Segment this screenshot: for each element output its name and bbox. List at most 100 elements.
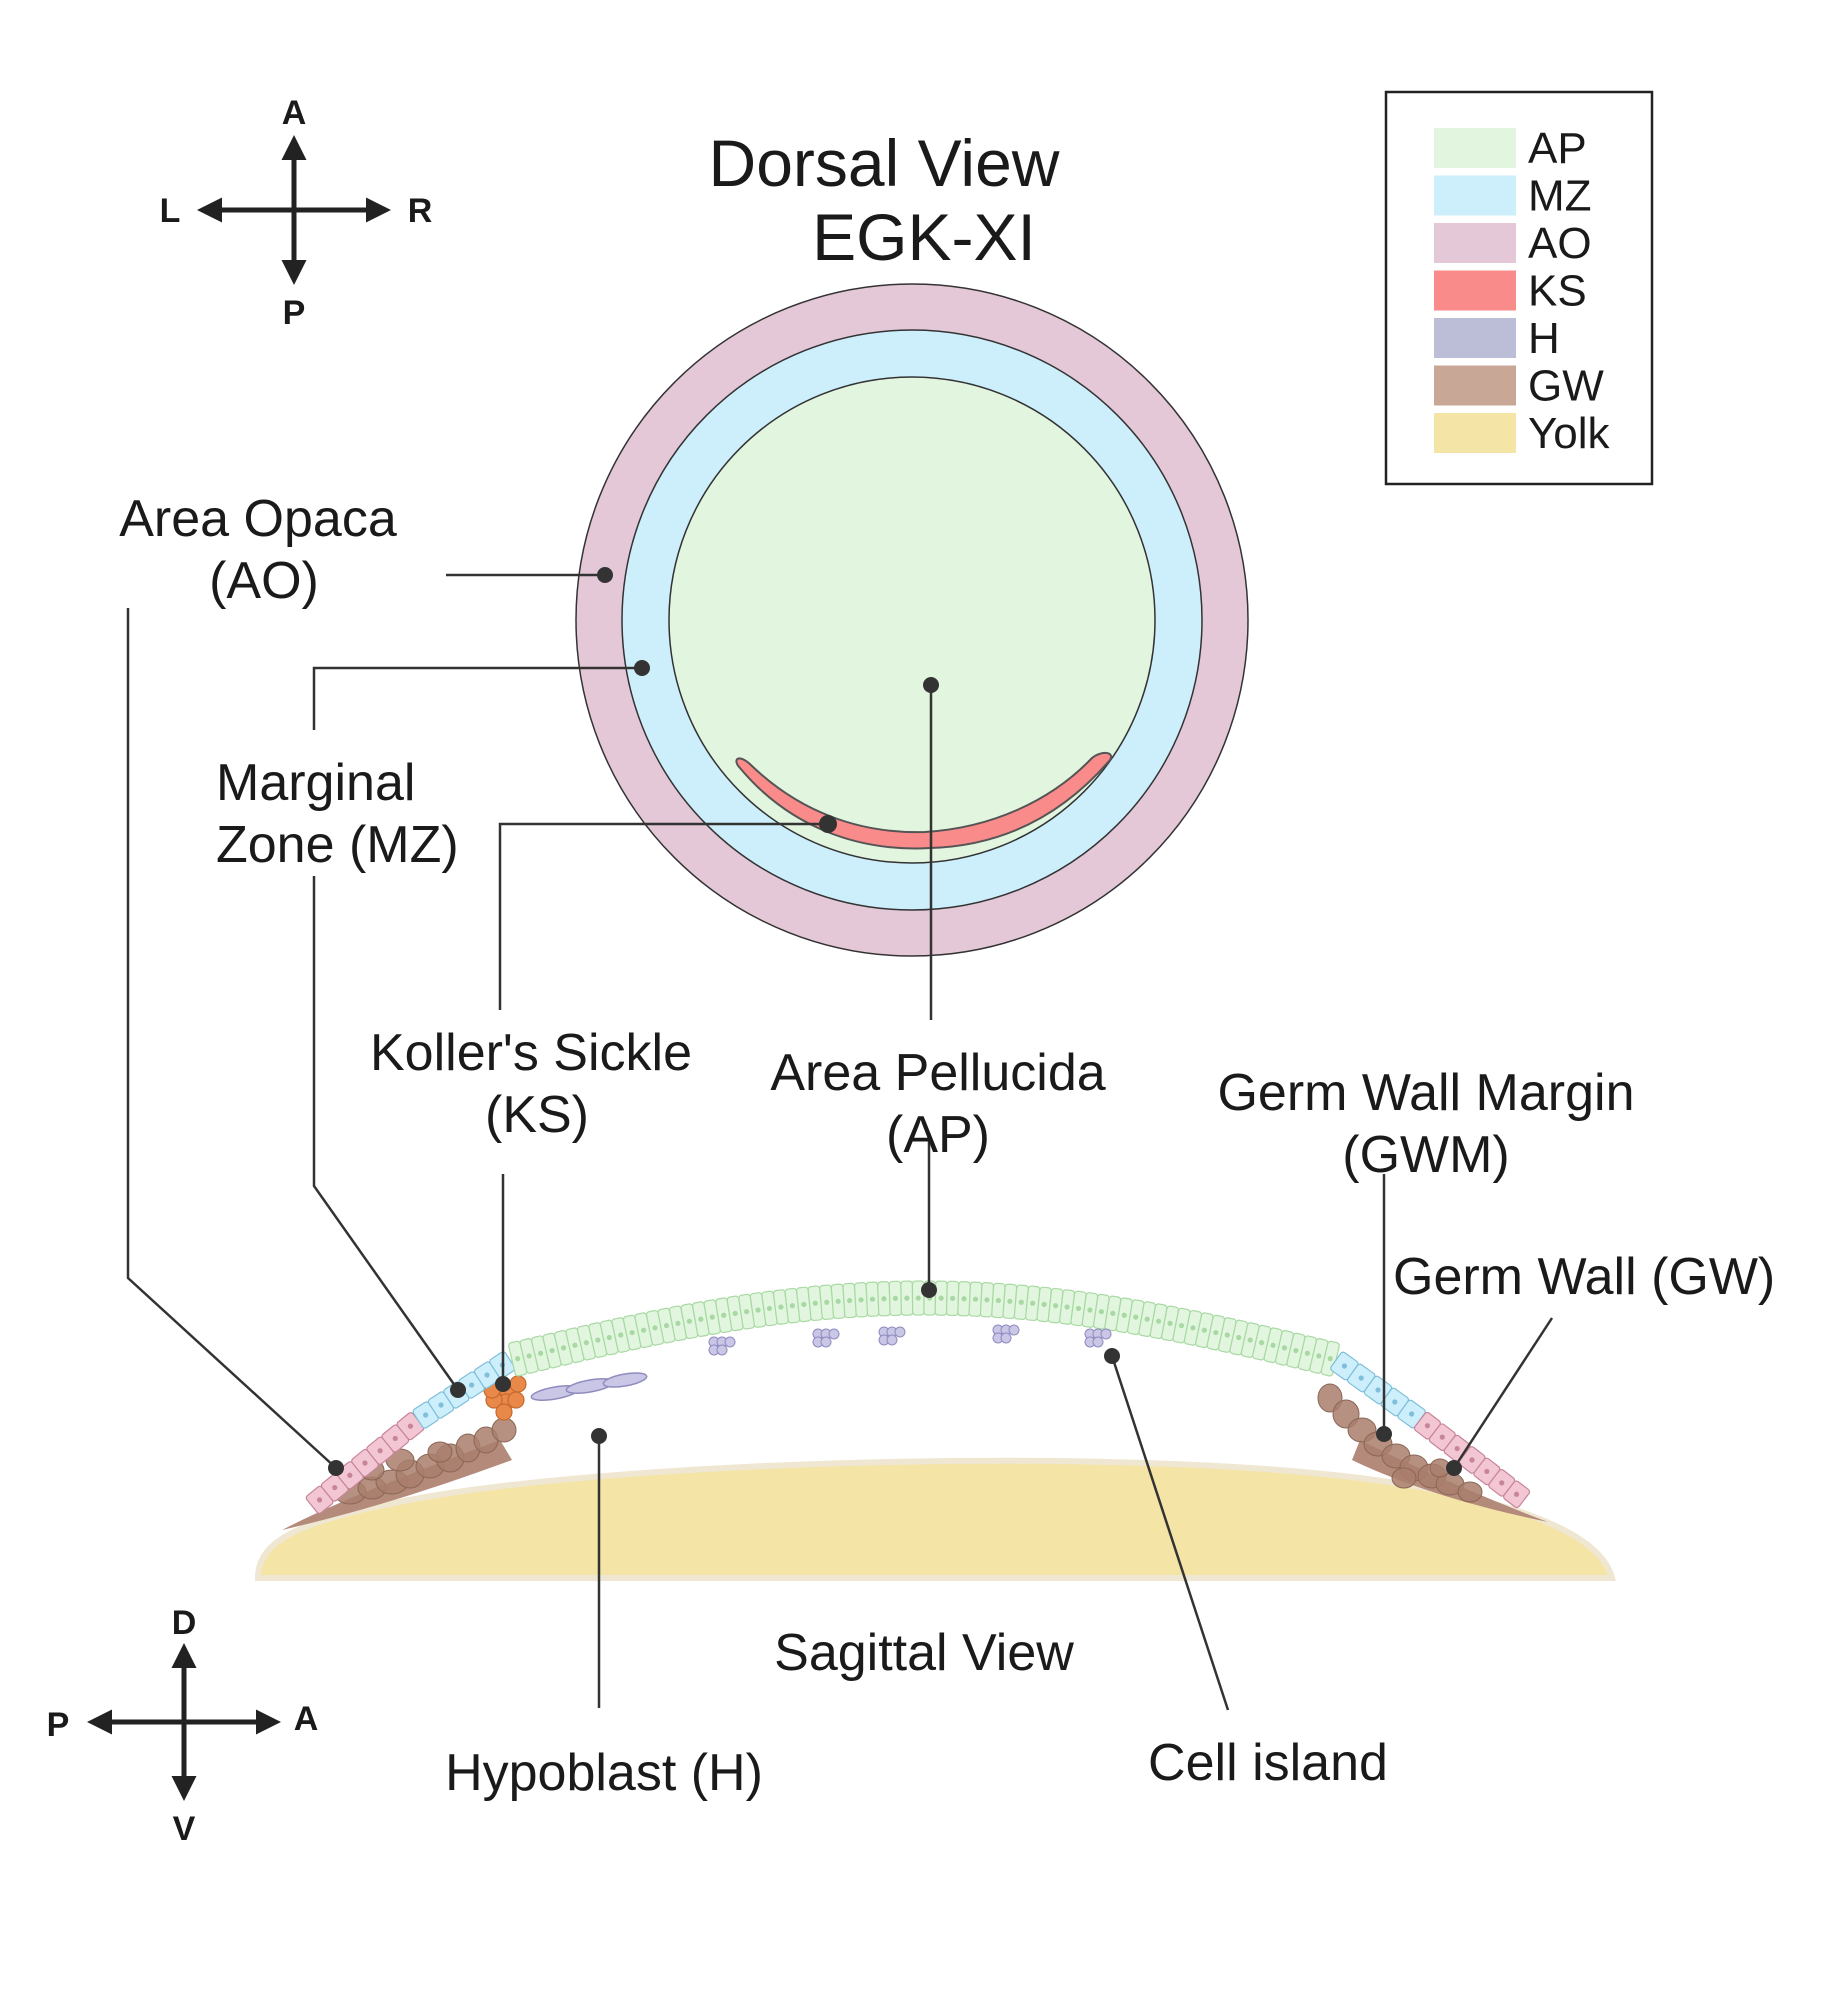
cell-nucleus [961, 1296, 967, 1302]
compass-label-posterior: P [47, 1706, 70, 1744]
legend-label-gw: GW [1528, 362, 1604, 411]
pointer-dot [591, 1428, 607, 1444]
cell-nucleus [538, 1350, 544, 1356]
label-kollers-sickle-line1: Koller's Sickle [370, 1024, 692, 1082]
label-area-pellucida-line1: Area Pellucida [770, 1044, 1105, 1102]
cell-nucleus [1358, 1375, 1364, 1381]
cell-nucleus [1293, 1347, 1299, 1354]
legend-label-ks: KS [1528, 267, 1587, 316]
cell-nucleus [1375, 1387, 1381, 1393]
cell-nucleus [1304, 1350, 1310, 1356]
cell-nucleus [1424, 1423, 1431, 1429]
label-cell-island: Cell island [1148, 1734, 1388, 1792]
cell-nucleus [801, 1301, 807, 1308]
cell-nucleus [1499, 1480, 1505, 1486]
cell-island-cell [716, 1344, 728, 1356]
label-area-opaca-line1: Area Opaca [119, 490, 397, 548]
cell-nucleus [675, 1320, 681, 1326]
cell-nucleus [629, 1329, 635, 1336]
cell-nucleus [1201, 1327, 1207, 1333]
pointer-dot [1376, 1426, 1392, 1442]
cell-nucleus [407, 1423, 414, 1429]
cell-nucleus [347, 1472, 353, 1478]
leader-marginal-zone-sagittal [312, 876, 460, 1391]
cell-nucleus [583, 1340, 589, 1346]
cell-nucleus [1392, 1399, 1398, 1405]
cell-nucleus [1121, 1312, 1127, 1318]
cell-nucleus [560, 1345, 567, 1351]
leader-germ-wall [1452, 1317, 1554, 1469]
compass-label-posterior: P [283, 294, 306, 332]
cell-nucleus [377, 1448, 383, 1454]
cell-nucleus [824, 1299, 830, 1305]
cell-nucleus [812, 1300, 818, 1306]
cell-nucleus [1075, 1305, 1082, 1312]
cell-nucleus [721, 1312, 727, 1318]
cell-nucleus [1178, 1322, 1185, 1329]
cell-nucleus [1409, 1411, 1415, 1417]
germ-wall-cell [1391, 1467, 1417, 1489]
compass-label-ventral: V [173, 1810, 196, 1848]
legend-label-h: H [1528, 314, 1560, 363]
cell-nucleus [698, 1316, 704, 1322]
cell-nucleus [1327, 1356, 1333, 1362]
legend-label-ao: AO [1528, 219, 1592, 268]
cell-nucleus [526, 1353, 532, 1359]
cell-nucleus [995, 1297, 1001, 1304]
cell-nucleus [1064, 1304, 1070, 1310]
hypoblast-cells [530, 1372, 648, 1401]
cell-nucleus [595, 1337, 601, 1343]
cell-nucleus [1213, 1329, 1219, 1336]
dorsal-embryo-disc [575, 283, 1249, 957]
pointer-dot [450, 1382, 466, 1398]
cell-nucleus [618, 1332, 624, 1338]
cell-nucleus [1041, 1301, 1047, 1308]
cell-nucleus [766, 1305, 773, 1312]
cell-nucleus [1513, 1491, 1520, 1497]
legend-label-mz: MZ [1528, 172, 1592, 221]
cell-nucleus [1316, 1353, 1322, 1359]
area-pellucida-disc [668, 376, 1156, 864]
cell-island-cell [828, 1328, 840, 1340]
pointer-dot [328, 1460, 344, 1476]
cell-nucleus [915, 1295, 921, 1301]
legend-frame [1384, 90, 1654, 486]
cell-nucleus [686, 1318, 692, 1324]
leader-cell-island [1110, 1355, 1230, 1711]
cell-nucleus [1098, 1309, 1104, 1315]
cell-nucleus [950, 1295, 956, 1301]
cell-nucleus [1030, 1300, 1036, 1306]
legend-swatch-mz [1434, 175, 1516, 216]
legend-label-ap: AP [1528, 124, 1587, 173]
cell-nucleus [1053, 1303, 1059, 1309]
legend-swatch-gw [1434, 365, 1516, 406]
cell-nucleus [858, 1297, 864, 1303]
compass-dorsal: A P L R [160, 94, 433, 332]
cell-nucleus [892, 1295, 898, 1301]
cell-nucleus [1110, 1310, 1116, 1316]
cell-nucleus [1133, 1314, 1139, 1320]
cell-nucleus [663, 1322, 670, 1329]
cell-nucleus [1156, 1318, 1162, 1324]
cell-island-cell [894, 1326, 906, 1338]
cell-nucleus [732, 1310, 738, 1316]
pointer-dot [1104, 1348, 1120, 1364]
cell-island-cell [820, 1336, 832, 1348]
germ-wall-cell [491, 1417, 517, 1443]
pointer-dot [819, 815, 837, 833]
cell-nucleus [549, 1347, 555, 1354]
cell-nucleus [1281, 1345, 1288, 1351]
cell-nucleus [938, 1295, 944, 1301]
pointer-dot [634, 660, 650, 676]
kollers-sickle-cell [509, 1375, 527, 1393]
cell-nucleus [484, 1372, 490, 1378]
cell-nucleus [1247, 1337, 1253, 1343]
cell-nucleus [1469, 1457, 1475, 1463]
legend-swatch-ks [1434, 270, 1516, 311]
label-hypoblast: Hypoblast (H) [445, 1744, 763, 1802]
label-area-opaca-line2: (AO) [209, 552, 319, 610]
label-germ-wall-margin-line2: (GWM) [1342, 1126, 1509, 1184]
germ-wall-cell [427, 1441, 453, 1463]
cell-nucleus [316, 1497, 323, 1503]
